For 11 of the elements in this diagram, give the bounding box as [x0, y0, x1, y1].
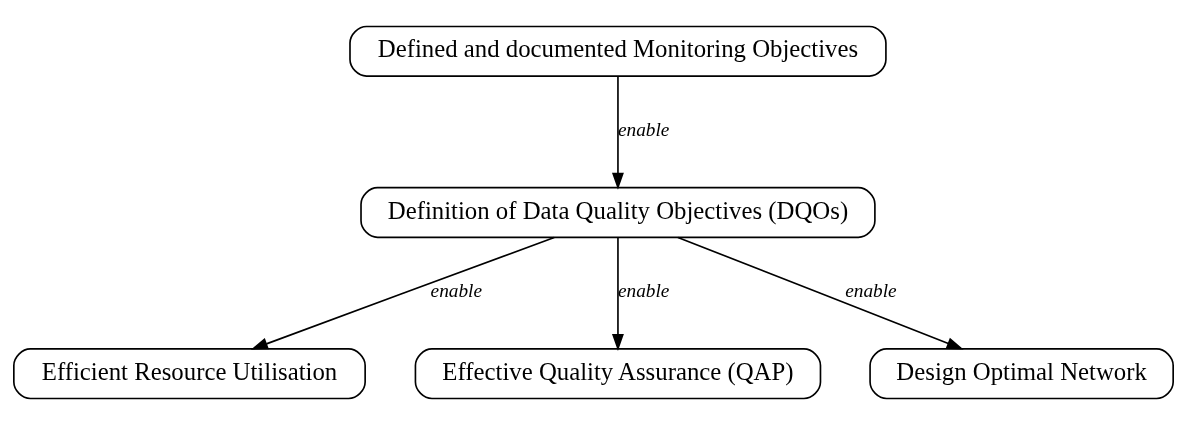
node-box: Defined and documented Monitoring Objectives [349, 25, 887, 77]
arrow [611, 237, 624, 352]
node-box: Definition of Data Quality Objectives (DQOs) [360, 186, 876, 239]
arrow [677, 236, 964, 350]
node-box: Effective Quality Assurance (QAP) [414, 348, 822, 400]
node-box: Efficient Resource Utilisation [13, 348, 366, 400]
arrow [250, 236, 556, 350]
edge-label: enable [845, 279, 897, 301]
edge-label: enable [430, 279, 482, 301]
arrow [611, 75, 624, 190]
node-box: Design Optimal Network [869, 348, 1174, 400]
